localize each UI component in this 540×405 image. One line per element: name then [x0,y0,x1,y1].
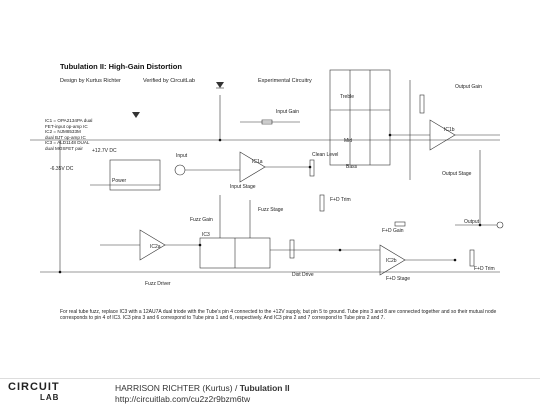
diode [216,82,224,88]
opamp-fd-stage [379,244,406,276]
footer [0,380,540,405]
label-v-pos: +12.7V DC [92,148,117,154]
output-gain-pot [419,94,425,114]
node-dot [338,248,342,252]
circuitlab-logo[interactable]: CIRCUIT [8,381,60,393]
design-credit: Design by Kurtus Richter [60,78,121,84]
node-dot [58,270,62,274]
power-box [109,159,161,191]
verified-credit: Verified by CircuitLab [143,78,195,84]
label-fuzz-gain: Fuzz Gain [190,217,213,223]
page-title: Tubulation II: High-Gain Distortion [60,62,182,71]
node-dot [308,165,312,169]
ic-note-line: FET-input op-amp IC [45,123,88,129]
label-dist-drive: Dist Drive [292,272,314,278]
node-dot [198,243,202,247]
ic-note-line: dual MOSFET pair [45,145,83,151]
label-fd-stage: F+D Stage [386,276,410,282]
label-bass: Bass [346,164,358,170]
label-ic3: IC3 [202,232,210,238]
node-dot [218,138,222,142]
node-dot [478,223,482,227]
label-fd-trim-upper: F+D Trim [330,197,351,203]
label-clean-level: Clean Level [312,152,338,158]
opamp-input [239,151,266,183]
label-ic1b: IC1b [444,127,455,133]
fd-gain-pot [394,221,406,227]
schematic-svg: Input Input Stage Input Gain Clean Level… [30,69,504,287]
tube-note: For real tube fuzz, replace IC3 with a 1… [60,309,497,322]
ic-notes: IC1 = OPA2134PA dual FET-input op-amp IC… [45,118,125,152]
label-ic2a: IC2a [150,244,161,250]
fd-trim-upper-pot [319,194,325,212]
label-ic1a: IC1a [252,159,263,165]
label-mid: Mid [344,138,352,144]
project-name[interactable]: Tubulation II [239,383,290,393]
label-fd-gain: F+D Gain [382,228,404,234]
dist-drive-pot [289,239,295,259]
label-output: Output [464,219,480,225]
tone-stack-box [329,69,391,166]
experimental-label: Experimental Circuitry [258,78,312,84]
output-jack [496,221,504,229]
label-output-gain: Output Gain [455,84,482,90]
project-url[interactable]: http://circuitlab.com/cu2z2r9bzm6tw [115,394,251,404]
label-output-stage: Output Stage [442,171,472,177]
label-treble: Treble [340,94,354,100]
circuitlab-logo-lab[interactable]: LAB [40,393,60,402]
node-dot [388,133,392,137]
ic-note-line: IC1 = OPA2134PA dual [45,118,93,123]
node-dot [453,258,457,262]
diode-2 [132,112,140,118]
label-power: Power [112,178,127,184]
ic-note-line: dual BJT op-amp IC [45,134,86,140]
fd-trim-pot [469,249,475,267]
label-fuzz-driver: Fuzz Driver [145,281,171,287]
schematic-canvas: Input Input Stage Input Gain Clean Level… [30,69,504,287]
ic-note-line: IC3 = ALD1148 DUAL [45,140,90,146]
label-input-gain: Input Gain [276,109,299,115]
author-separator: / [232,383,240,393]
ic-note-line: IC2 = NJM8533M [45,129,81,135]
author-name[interactable]: HARRISON RICHTER (Kurtus) [115,383,233,393]
opamp-output [429,119,456,151]
author-line: HARRISON RICHTER (Kurtus) / Tubulation I… [115,383,290,393]
label-ic2b: IC2b [386,258,397,264]
label-input-stage: Input Stage [230,184,256,190]
label-fuzz-stage: Fuzz Stage [258,207,284,213]
label-v-neg: -6.35V DC [50,166,74,172]
footer-divider [0,378,540,379]
signal-source [174,164,186,176]
label-fd-trim: F+D Trim [474,266,495,272]
label-input: Input [176,153,188,159]
